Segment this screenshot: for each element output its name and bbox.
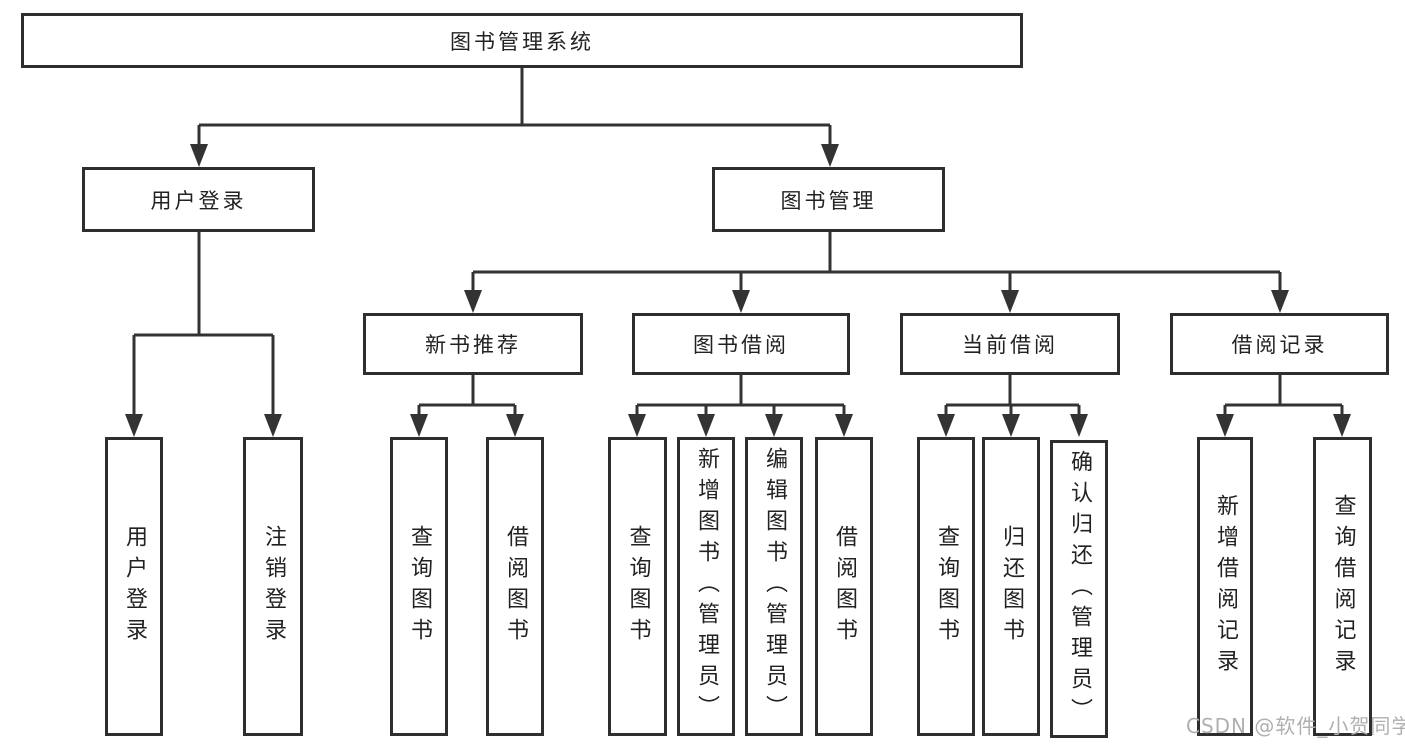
node-leaf-query-borrow-record: 查询借阅记录 bbox=[1313, 437, 1372, 736]
arrowhead bbox=[190, 144, 208, 167]
arrowhead bbox=[1216, 414, 1234, 437]
node-new-book-recommendation: 新书推荐 bbox=[363, 313, 583, 375]
arrowhead bbox=[1333, 414, 1351, 437]
node-leaf-query-books-1: 查询图书 bbox=[390, 437, 448, 736]
watermark: CSDN @软件_小贺同学 bbox=[1186, 714, 1405, 738]
node-leaf-add-books-admin: 新增图书（管理员） bbox=[677, 437, 735, 736]
arrowhead bbox=[264, 414, 282, 437]
arrowhead bbox=[835, 414, 853, 437]
node-root: 图书管理系统 bbox=[21, 13, 1023, 68]
arrowhead bbox=[765, 414, 783, 437]
arrowhead bbox=[628, 414, 646, 437]
node-leaf-add-borrow-record: 新增借阅记录 bbox=[1197, 437, 1253, 736]
node-leaf-borrow-books-1: 借阅图书 bbox=[486, 437, 544, 736]
node-leaf-edit-books-admin: 编辑图书（管理员） bbox=[745, 437, 803, 736]
arrowhead bbox=[410, 414, 428, 437]
node-book-borrowing: 图书借阅 bbox=[632, 313, 850, 375]
node-leaf-confirm-return-admin: 确认归还（管理员） bbox=[1050, 440, 1108, 738]
arrowhead bbox=[125, 414, 143, 437]
node-leaf-query-books-2: 查询图书 bbox=[608, 437, 667, 736]
arrowhead bbox=[1002, 414, 1020, 437]
node-book-management: 图书管理 bbox=[712, 167, 945, 232]
node-leaf-borrow-books-2: 借阅图书 bbox=[815, 437, 873, 736]
node-leaf-logout: 注销登录 bbox=[243, 437, 303, 736]
arrowhead bbox=[697, 414, 715, 437]
arrowhead bbox=[732, 290, 750, 313]
arrowhead bbox=[937, 414, 955, 437]
arrowhead bbox=[506, 414, 524, 437]
arrowhead bbox=[1070, 414, 1088, 437]
arrowhead bbox=[1271, 290, 1289, 313]
node-leaf-query-books-3: 查询图书 bbox=[917, 437, 975, 736]
node-user-login: 用户登录 bbox=[82, 167, 315, 232]
arrowhead bbox=[821, 144, 839, 167]
node-leaf-user-login: 用户登录 bbox=[105, 437, 163, 736]
arrowhead bbox=[464, 290, 482, 313]
node-current-borrowing: 当前借阅 bbox=[900, 313, 1120, 375]
arrowhead bbox=[1001, 290, 1019, 313]
node-borrowing-records: 借阅记录 bbox=[1170, 313, 1389, 375]
node-leaf-return-books: 归还图书 bbox=[982, 437, 1040, 736]
